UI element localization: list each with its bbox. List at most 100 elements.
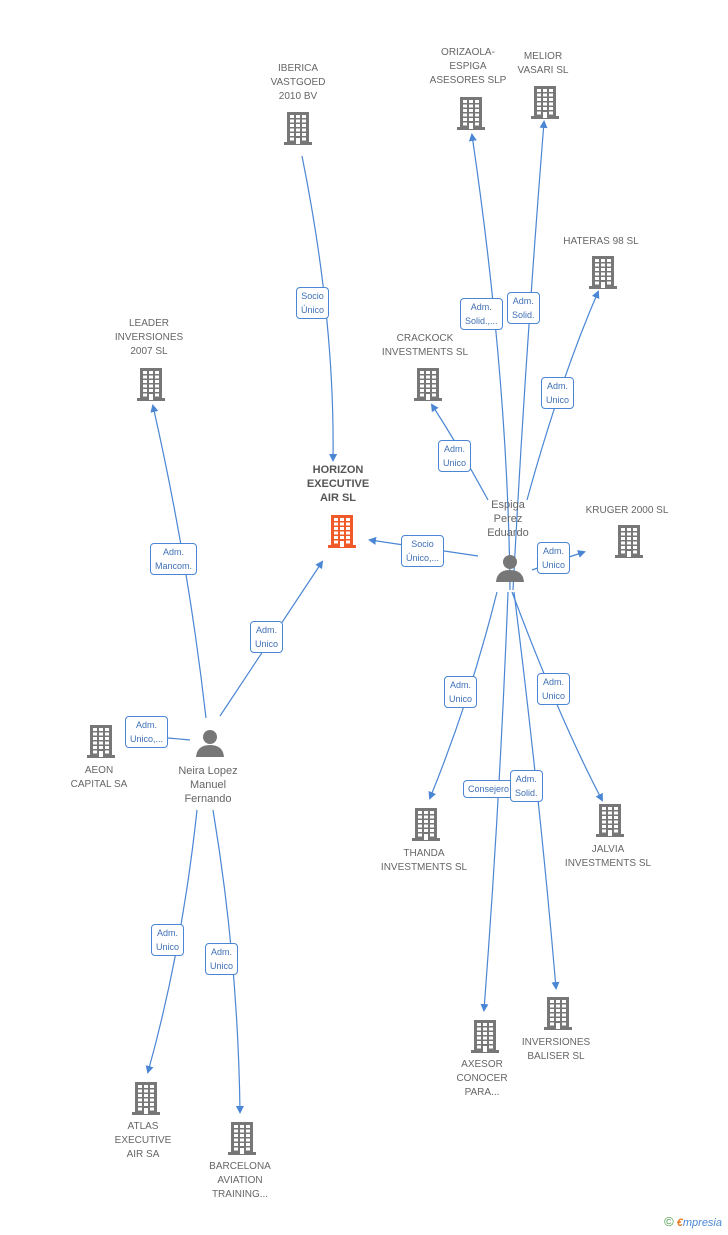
building-icon[interactable] xyxy=(412,366,444,407)
person-icon[interactable] xyxy=(495,553,525,588)
edge-label-espiga-orizaola[interactable]: Adm. Solid.,... xyxy=(460,298,503,330)
node-label-line: AIR SA xyxy=(126,1149,160,1160)
node-label-line: INVERSIONES xyxy=(521,1037,591,1048)
node-label-line: MELIOR xyxy=(523,51,563,62)
building-icon[interactable] xyxy=(469,1018,501,1059)
edge-label-espiga-baliser[interactable]: Adm.Solid. xyxy=(510,770,543,802)
edge-label-line: Adm. xyxy=(512,296,534,306)
edge-label-line: Adm. xyxy=(157,928,179,938)
building-icon[interactable] xyxy=(326,513,358,554)
node-label-line: Espiga xyxy=(491,499,525,511)
node-label-line: EXECUTIVE xyxy=(306,478,370,490)
node-label-line: VASARI SL xyxy=(517,65,569,76)
footer-brand[interactable]: © €mpresia xyxy=(664,1214,722,1229)
brand-e-logo: € xyxy=(676,1217,683,1229)
node-label-line: KRUGER 2000 SL xyxy=(585,505,669,516)
node-label-horizon[interactable]: HORIZON EXECUTIVE AIR SL xyxy=(307,463,369,505)
edge-label-line: Adm. xyxy=(444,444,466,454)
node-label-line: AEON xyxy=(84,765,114,776)
node-label-line: INVESTMENTS SL xyxy=(380,862,468,873)
node-label-line: Perez xyxy=(493,513,523,525)
node-label-line: 2010 BV xyxy=(278,91,318,102)
edge-label-line: Unico xyxy=(255,639,279,649)
edge-label-line: Único xyxy=(301,305,325,315)
building-icon[interactable] xyxy=(594,802,626,843)
edge-label-neira-barcelona[interactable]: Adm.Unico xyxy=(205,943,239,975)
edge-label-espiga-thanda[interactable]: Adm. Unico xyxy=(444,676,478,708)
node-label-baliser[interactable]: INVERSIONES BALISER SL xyxy=(522,1036,590,1064)
edge-label-line: Socio xyxy=(411,539,434,549)
node-label-line: AVIATION xyxy=(217,1175,263,1186)
node-label-line: INVERSIONES xyxy=(114,332,184,343)
node-label-line: VASTGOED xyxy=(270,77,326,88)
node-label-line: Eduardo xyxy=(487,527,529,539)
edge-label-espiga-axesor[interactable]: Consejero xyxy=(463,780,515,798)
edge-label-line: Unico xyxy=(449,694,473,704)
edge-label-line: Adm. xyxy=(547,381,569,391)
edge-label-line: Unico xyxy=(156,942,180,952)
edges-layer xyxy=(128,120,603,1114)
node-label-line: Neira Lopez xyxy=(178,765,238,777)
building-icon[interactable] xyxy=(282,110,314,151)
edge-label-neira-atlas[interactable]: Adm. Unico xyxy=(151,924,185,956)
node-label-line: INVESTMENTS SL xyxy=(381,347,469,358)
building-icon[interactable] xyxy=(587,254,619,295)
building-icon[interactable] xyxy=(226,1120,258,1161)
building-icon[interactable] xyxy=(455,95,487,136)
person-icon[interactable] xyxy=(195,728,225,763)
node-label-hateras[interactable]: HATERAS 98 SL xyxy=(563,235,638,249)
node-label-line: ORIZAOLA- xyxy=(441,47,495,58)
edge-espiga-jalvia xyxy=(511,591,603,802)
node-label-line: THANDA xyxy=(403,848,445,859)
edge-label-espiga-kruger[interactable]: Adm.Unico xyxy=(537,542,571,574)
building-icon[interactable] xyxy=(529,84,561,125)
building-icon[interactable] xyxy=(613,523,645,564)
edge-label-line: Adm. xyxy=(450,680,472,690)
node-label-line: BALISER SL xyxy=(527,1051,585,1062)
edge-label-neira-horizon[interactable]: Adm. Unico xyxy=(250,621,284,653)
node-label-line: CAPITAL SA xyxy=(70,779,128,790)
edge-label-line: Adm. xyxy=(256,625,278,635)
node-label-line: BARCELONA xyxy=(209,1161,271,1172)
building-icon[interactable] xyxy=(130,1080,162,1121)
edge-label-line: Único,... xyxy=(406,553,440,563)
node-label-thanda[interactable]: THANDA INVESTMENTS SL xyxy=(381,847,467,875)
edge-label-neira-aeon[interactable]: Adm.Unico,... xyxy=(125,716,169,748)
building-icon[interactable] xyxy=(410,806,442,847)
building-icon[interactable] xyxy=(542,995,574,1036)
edge-label-espiga-hateras[interactable]: Adm.Unico xyxy=(541,377,575,409)
node-label-crackock[interactable]: CRACKOCK INVESTMENTS SL xyxy=(382,332,468,360)
edge-label-neira-leader[interactable]: Adm.Mancom. xyxy=(150,543,198,575)
edge-label-espiga-jalvia[interactable]: Adm.Unico xyxy=(537,673,571,705)
node-label-melior[interactable]: MELIOR VASARI SL xyxy=(518,50,569,78)
edge-label-line: Solid. xyxy=(515,788,538,798)
node-label-kruger[interactable]: KRUGER 2000 SL xyxy=(586,504,669,518)
edge-label-line: Consejero xyxy=(468,784,510,794)
node-label-aeon[interactable]: AEON CAPITAL SA xyxy=(71,764,128,792)
edge-label-espiga-crackock[interactable]: Adm.Unico xyxy=(438,440,472,472)
node-label-line: Manuel xyxy=(189,779,227,791)
building-icon[interactable] xyxy=(85,723,117,764)
building-icon[interactable] xyxy=(135,366,167,407)
edge-label-line: Solid.,... xyxy=(465,316,498,326)
edge-label-line: Solid. xyxy=(512,310,535,320)
node-label-line: AIR SL xyxy=(319,492,357,504)
node-label-line: CRACKOCK xyxy=(396,333,454,344)
node-label-line: 2007 SL xyxy=(130,346,168,357)
edge-label-line: Adm. xyxy=(470,302,492,312)
edge-label-espiga-melior[interactable]: Adm. Solid. xyxy=(507,292,540,324)
node-label-line: HORIZON xyxy=(312,464,364,476)
node-label-line: Fernando xyxy=(184,793,232,805)
edge-label-line: Adm. xyxy=(211,947,233,957)
